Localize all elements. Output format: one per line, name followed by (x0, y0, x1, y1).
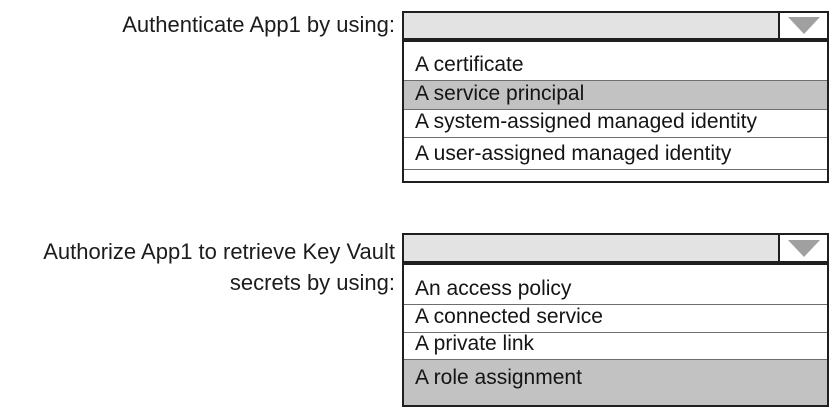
question2-label-line1: Authorize App1 to retrieve Key Vault (43, 239, 395, 264)
question2-dropdown: An access policy A connected service A p… (402, 233, 829, 407)
dropdown2-selected-value (404, 235, 778, 261)
dropdown1-option-system-assigned-managed-identity[interactable]: A system-assigned managed identity (404, 110, 827, 138)
dropdown2-option-role-assignment[interactable]: A role assignment (404, 360, 827, 405)
dropdown1-option-service-principal[interactable]: A service principal (404, 81, 827, 110)
dropdown2-option-access-policy[interactable]: An access policy (404, 265, 827, 305)
dropdown2-option-connected-service[interactable]: A connected service (404, 305, 827, 333)
question1-label-line1: Authenticate App1 by using: (122, 12, 395, 37)
question2-label-line2: secrets by using: (229, 270, 395, 295)
dropdown1-option-list: A certificate A service principal A syst… (402, 40, 829, 183)
dropdown2-display[interactable] (402, 233, 829, 263)
dropdown2-arrow-button[interactable] (778, 235, 827, 261)
chevron-down-icon (787, 17, 820, 34)
dropdown1-option-user-assigned-managed-identity[interactable]: A user-assigned managed identity (404, 138, 827, 170)
dropdown1-display[interactable] (402, 11, 829, 40)
dropdown1-empty-row (404, 170, 827, 181)
dropdown2-option-list: An access policy A connected service A p… (402, 263, 829, 407)
question2-label: Authorize App1 to retrieve Key Vault sec… (0, 236, 395, 298)
question1-label: Authenticate App1 by using: (0, 9, 395, 40)
chevron-down-icon (787, 239, 820, 257)
dropdown1-option-certificate[interactable]: A certificate (404, 42, 827, 81)
question1-dropdown: A certificate A service principal A syst… (402, 11, 829, 183)
dropdown1-selected-value (404, 13, 778, 38)
dropdown1-arrow-button[interactable] (778, 13, 827, 38)
dropdown2-option-private-link[interactable]: A private link (404, 332, 827, 360)
